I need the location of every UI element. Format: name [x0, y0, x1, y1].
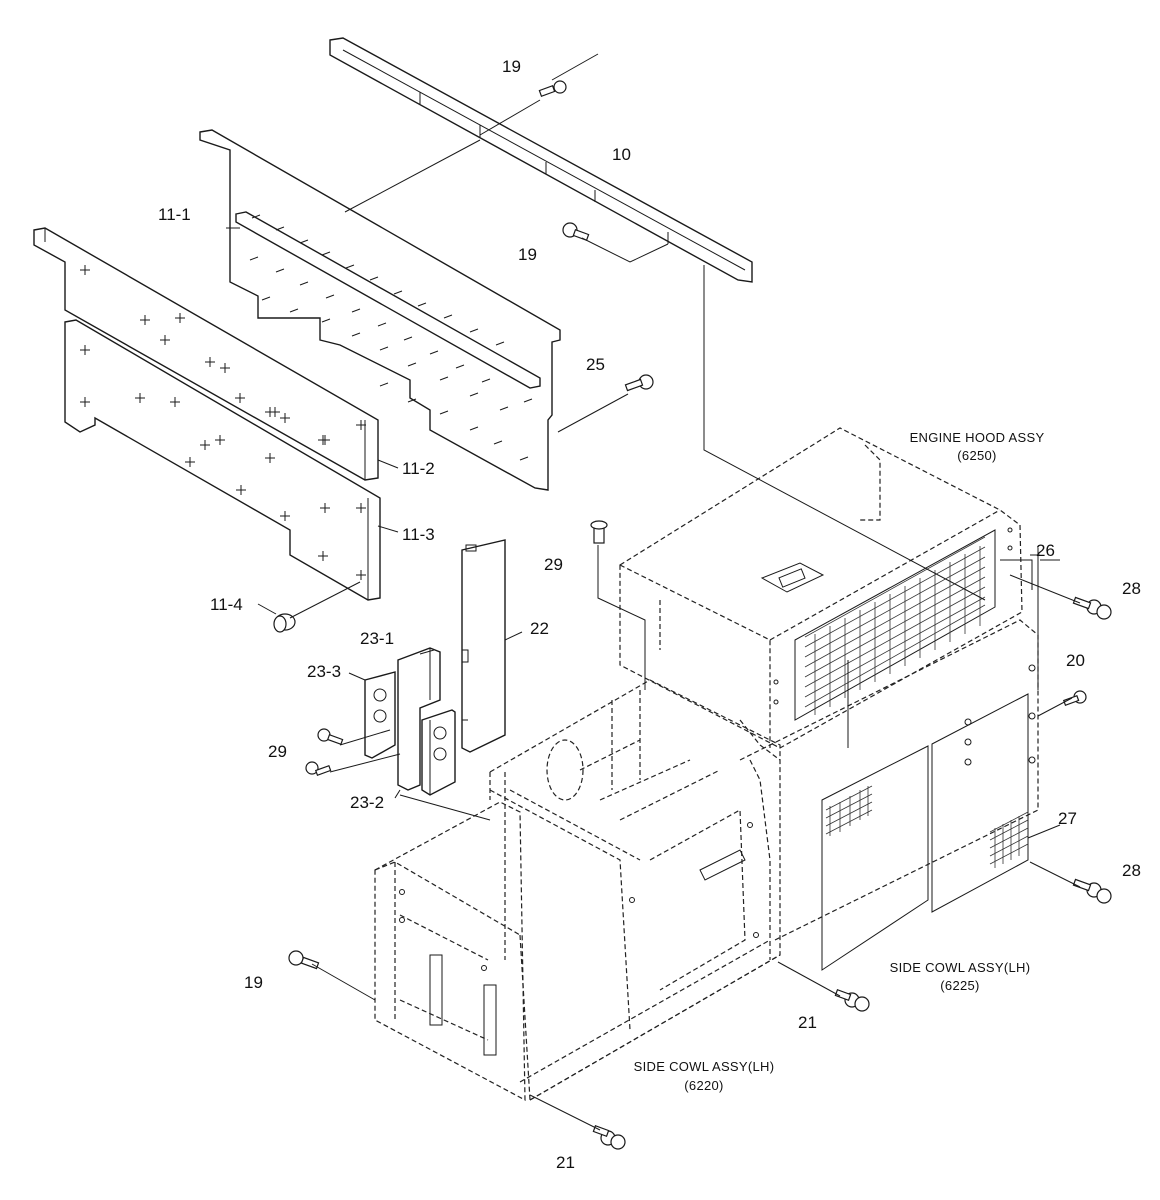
- hood-rivets: [773, 527, 1013, 705]
- callout-labels: 19 10 11-1 19 25 11-2 11-3 11-4 29 22 23…: [158, 57, 1141, 1172]
- callout-25: 25: [586, 355, 605, 374]
- callout-21-right: 21: [798, 1013, 817, 1032]
- bolt-28-bottom: [1072, 878, 1112, 904]
- part-23-2-bracket: [421, 709, 456, 796]
- callout-23-3: 23-3: [307, 662, 341, 681]
- callout-23-1: 23-1: [360, 629, 394, 648]
- callout-29-left: 29: [268, 742, 287, 761]
- frame-rivets: [399, 822, 759, 971]
- callout-19-top: 19: [502, 57, 521, 76]
- side-cowl-front-assy-name: SIDE COWL ASSY(LH): [634, 1059, 775, 1074]
- callout-11-1: 11-1: [158, 205, 191, 224]
- callout-19-bottom: 19: [244, 973, 263, 992]
- callout-27: 27: [1058, 809, 1077, 828]
- side-cowl-mesh-a: [825, 785, 873, 836]
- side-cowl-front-frame: [374, 679, 781, 1102]
- bolt-19-bottom: [288, 950, 320, 970]
- side-cowl-rear-assy-name: SIDE COWL ASSY(LH): [890, 960, 1031, 975]
- part-23-3-bracket: [364, 671, 396, 759]
- callout-22: 22: [530, 619, 549, 638]
- callout-10: 10: [612, 145, 631, 164]
- callout-19-mid: 19: [518, 245, 537, 264]
- part-11-3-board: [64, 319, 381, 601]
- callout-28-top: 28: [1122, 579, 1141, 598]
- bolt-20: [1062, 690, 1087, 706]
- callout-26: 26: [1036, 541, 1055, 560]
- engine-hood-assy-name: ENGINE HOOD ASSY: [910, 430, 1045, 445]
- bolt-25: [624, 374, 654, 392]
- callout-29-top: 29: [544, 555, 563, 574]
- part-23-1-bracket: [397, 647, 441, 791]
- bolt-21-bottom: [592, 1125, 626, 1150]
- callout-20: 20: [1066, 651, 1085, 670]
- part-11-1-inner-panel: [199, 129, 561, 491]
- leader-lines: [226, 53, 1081, 1131]
- callout-21-bottom: 21: [556, 1153, 575, 1172]
- bolt-29-left: [305, 728, 344, 776]
- callout-28-bottom: 28: [1122, 861, 1141, 880]
- bolt-28-top: [1072, 596, 1112, 620]
- side-cowl-rear-assy-code: (6225): [940, 978, 979, 993]
- engine-hood-assy-code: (6250): [957, 448, 996, 463]
- side-cowl-front-assy-code: (6220): [684, 1078, 723, 1093]
- bolt-19-top: [538, 80, 567, 97]
- callout-23-2: 23-2: [350, 793, 384, 812]
- bolt-21-right: [834, 989, 870, 1012]
- stud-pattern: [249, 214, 533, 461]
- cowl-rivets: [964, 664, 1036, 766]
- callout-11-4: 11-4: [210, 595, 243, 614]
- bolt-29-top: [590, 520, 608, 544]
- part-10-top-rail: [329, 37, 753, 283]
- assembly-labels: ENGINE HOOD ASSY (6250) SIDE COWL ASSY(L…: [634, 430, 1045, 1093]
- side-cowl-rear-assembly: [739, 548, 1040, 971]
- callout-11-2: 11-2: [402, 459, 435, 478]
- callout-11-3: 11-3: [402, 525, 435, 544]
- side-cowl-mesh-b: [989, 811, 1029, 868]
- cross-marks: [80, 345, 366, 580]
- engine-hood-assembly: [619, 427, 1023, 749]
- bolt-19-mid: [562, 222, 590, 241]
- part-22-strip: [461, 539, 506, 753]
- hood-louver-grille: [794, 529, 996, 721]
